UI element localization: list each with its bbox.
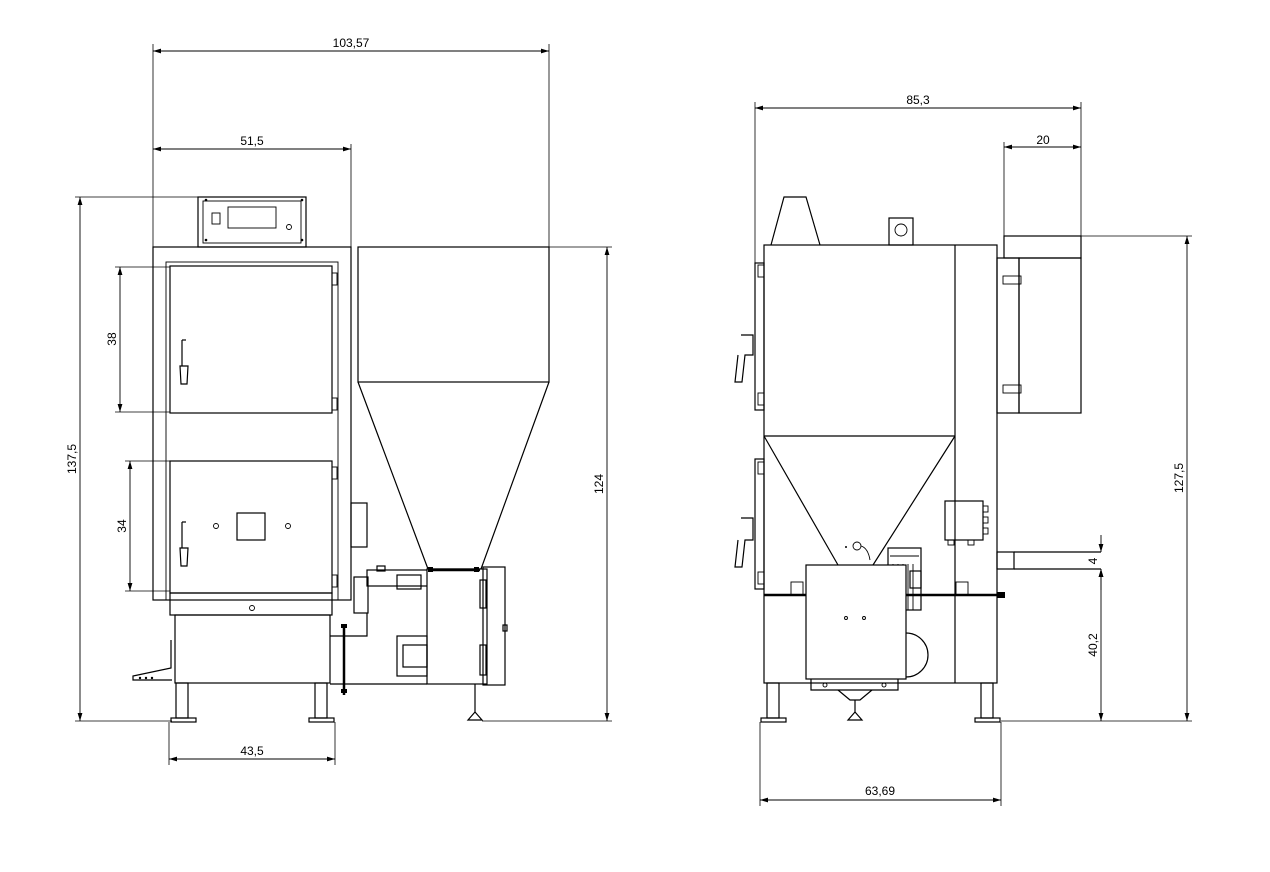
dim-front-total-width: 103,57 — [333, 36, 370, 50]
side-door-handles — [734, 262, 765, 590]
dim-front-body-width: 51,5 — [240, 134, 264, 148]
lower-door — [169, 460, 333, 594]
dim-side-total-height: 127,5 — [1172, 463, 1186, 493]
hopper — [357, 246, 550, 570]
dim-side-legs-width: 63,69 — [865, 784, 895, 798]
flue — [770, 196, 821, 246]
side-legs — [760, 682, 1001, 723]
side-dimensions: 85,3 20 127,5 4 40,2 63,69 — [754, 93, 1192, 806]
dim-front-total-height: 137,5 — [65, 444, 79, 474]
front-view — [132, 196, 550, 723]
dim-front-legs-width: 43,5 — [240, 744, 264, 758]
front-dimensions: 103,57 51,5 137,5 38 34 124 43,5 — [65, 36, 612, 765]
dim-side-total-width: 85,3 — [906, 93, 930, 107]
dim-hopper-height: 124 — [592, 474, 606, 494]
electrical-box — [944, 500, 989, 546]
dim-upper-door-height: 38 — [105, 332, 119, 346]
dim-side-top-box-width: 20 — [1036, 133, 1050, 147]
upper-door — [169, 265, 333, 414]
dim-lower-door-height: 34 — [115, 519, 129, 533]
boiler-body — [152, 246, 368, 684]
side-feeder — [790, 541, 1005, 721]
side-view — [734, 196, 1101, 723]
side-top-box — [996, 235, 1082, 414]
front-legs — [132, 640, 335, 723]
feeder-assembly — [330, 565, 508, 721]
dim-outlet-height: 40,2 — [1086, 633, 1100, 657]
dim-outlet-pipe: 4 — [1086, 557, 1100, 564]
control-panel — [197, 196, 307, 248]
